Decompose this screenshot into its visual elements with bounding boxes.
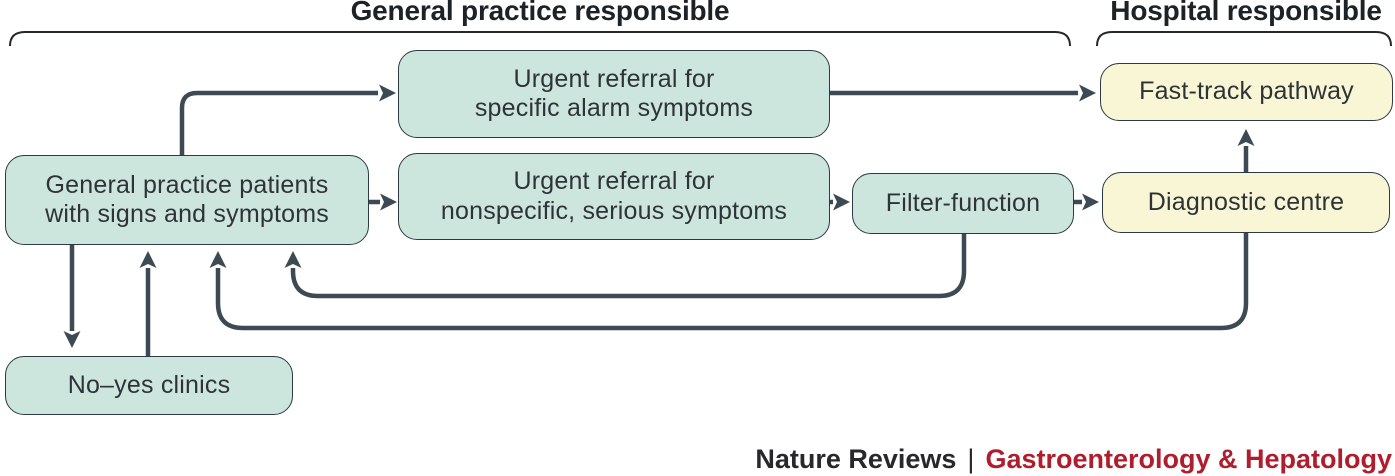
node-urgent-specific-line1: Urgent referral for xyxy=(513,64,715,93)
node-diagnostic-centre-label: Diagnostic centre xyxy=(1147,187,1345,216)
arrow-filter-feedback-line xyxy=(290,233,967,299)
arrow-diagnostic-feedback-line xyxy=(215,232,1249,331)
bracket-hospital xyxy=(1096,31,1392,47)
arrowhead-patients-to-noyes xyxy=(63,331,81,348)
arrow-patients-to-alarm-line xyxy=(179,90,378,155)
node-no-yes-clinics-label: No–yes clinics xyxy=(67,370,231,399)
bracket-general-practice xyxy=(9,31,1071,47)
arrowhead-nonspecific-to-filter xyxy=(833,193,850,211)
footer-separator: | xyxy=(967,444,975,474)
arrowhead-diagnostic-feedback xyxy=(209,251,227,268)
footer-journal-name: Gastroenterology & Hepatology xyxy=(985,444,1392,474)
node-diagnostic-centre: Diagnostic centre xyxy=(1102,172,1390,233)
footer-brand: Nature Reviews xyxy=(755,444,957,474)
node-urgent-nonspecific: Urgent referral for nonspecific, serious… xyxy=(398,153,830,240)
arrowhead-noyes-to-patients xyxy=(139,251,157,268)
arrowhead-alarm-to-fasttrack xyxy=(1079,84,1096,102)
node-urgent-nonspecific-line2: nonspecific, serious symptoms xyxy=(440,196,788,225)
arrowhead-diagnostic-to-fasttrack xyxy=(1237,129,1255,146)
node-no-yes-clinics: No–yes clinics xyxy=(5,356,293,415)
node-patients: General practice patients with signs and… xyxy=(5,155,369,245)
node-fast-track-label: Fast-track pathway xyxy=(1139,77,1354,106)
node-filter-function-label: Filter-function xyxy=(885,188,1041,217)
zone-title-hospital: Hospital responsible xyxy=(1110,0,1382,26)
node-fast-track: Fast-track pathway xyxy=(1100,63,1393,121)
node-patients-line1: General practice patients xyxy=(45,170,329,199)
arrowhead-filter-to-diagnostic xyxy=(1082,193,1099,211)
node-urgent-specific-line2: specific alarm symptoms xyxy=(474,94,754,122)
arrowhead-patients-to-nonspecific xyxy=(380,193,397,211)
arrowhead-patients-to-alarm xyxy=(379,84,396,102)
node-urgent-nonspecific-line1: Urgent referral for xyxy=(513,167,715,196)
zone-title-general-practice: General practice responsible xyxy=(350,0,730,26)
arrowhead-filter-feedback xyxy=(284,251,302,268)
node-patients-line2: with signs and symptoms xyxy=(45,200,329,228)
node-urgent-specific: Urgent referral for specific alarm sympt… xyxy=(398,50,830,138)
journal-footer: Nature Reviews | Gastroenterology & Hepa… xyxy=(755,444,1392,475)
node-filter-function: Filter-function xyxy=(852,173,1074,234)
